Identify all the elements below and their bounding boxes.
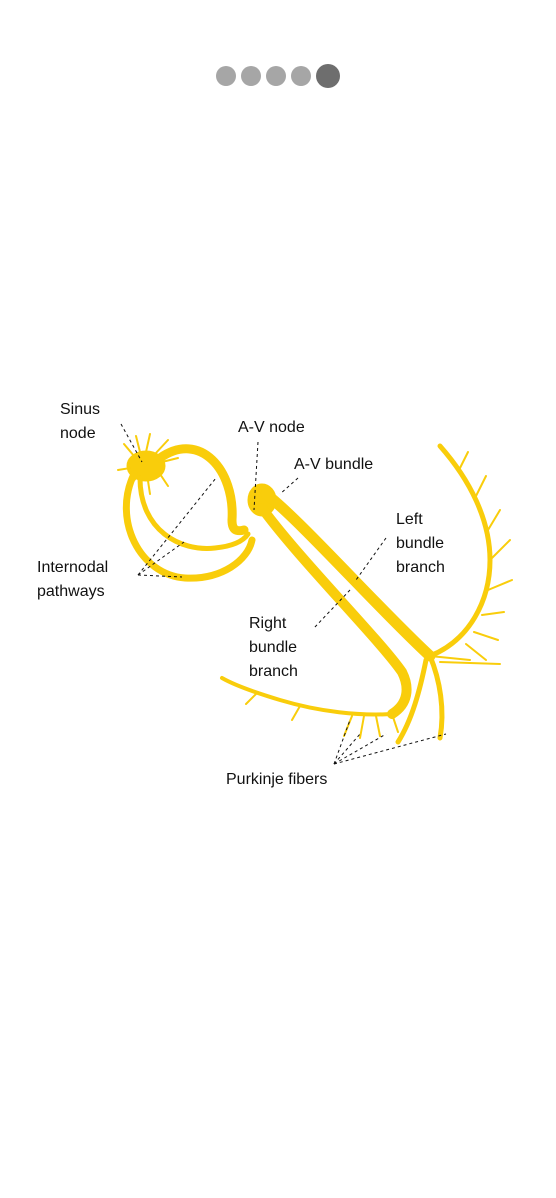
page-dot-4[interactable] xyxy=(291,66,311,86)
leader-lines xyxy=(120,423,447,765)
page-dot-1[interactable] xyxy=(216,66,236,86)
left-bundle-branch-fiber xyxy=(260,488,436,662)
left-inferior-fibers xyxy=(395,653,445,745)
conduction-system-fibers xyxy=(117,433,513,745)
purkinje-leader-3 xyxy=(333,733,387,765)
label-sinus-node: Sinus node xyxy=(60,401,101,442)
purkinje-terminal-twigs xyxy=(245,691,399,739)
label-purkinje-fibers: Purkinje fibers xyxy=(226,771,328,788)
right-bundle-branch-fiber xyxy=(257,503,412,719)
label-av-node: A-V node xyxy=(238,419,305,436)
av-bundle-leader xyxy=(279,477,299,495)
page-indicator xyxy=(0,64,556,88)
av-node-leader xyxy=(253,441,259,511)
label-internodal-pathways: Internodal pathways xyxy=(37,559,109,600)
page-dot-3[interactable] xyxy=(266,66,286,86)
internodal-leader-1 xyxy=(137,477,217,576)
label-av-bundle: A-V bundle xyxy=(294,456,374,473)
internodal-pathway-top xyxy=(155,444,249,536)
page-dot-2[interactable] xyxy=(241,66,261,86)
left-branch-leader xyxy=(355,537,387,581)
purkinje-leader-1 xyxy=(333,719,351,765)
label-left-bundle-branch: Left bundle branch xyxy=(396,511,445,576)
purkinje-leader-2 xyxy=(333,733,361,765)
purkinje-leader-4 xyxy=(333,733,447,765)
right-branch-leader xyxy=(313,589,351,629)
label-right-bundle-branch: Right bundle branch xyxy=(249,615,298,680)
sinus-node-leader xyxy=(120,423,143,463)
internodal-pathway-outer xyxy=(122,470,256,582)
left-lateral-twigs xyxy=(429,451,513,665)
right-purkinje-fibers xyxy=(220,676,394,717)
internodal-leader-3 xyxy=(137,574,183,578)
internodal-pathway-middle xyxy=(137,475,251,551)
page-dot-5-active[interactable] xyxy=(316,64,340,88)
